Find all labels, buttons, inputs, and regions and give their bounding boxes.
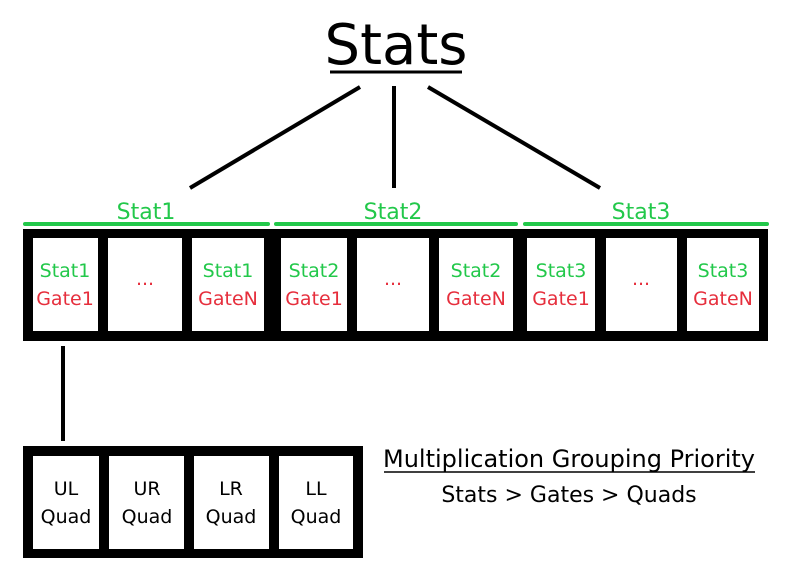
cell-ellipsis: ...	[384, 268, 402, 290]
quad-label: Quad	[206, 506, 257, 528]
quad-label: Quad	[41, 506, 92, 528]
quad-cell-lr	[194, 456, 269, 549]
cell-gate-label: Gate1	[285, 288, 343, 310]
diagram-title: Stats	[325, 13, 468, 78]
svg-text:Stat1: Stat1	[117, 200, 176, 225]
cell-stat2-gaten	[439, 238, 513, 331]
cell-stat1-ellipsis	[108, 238, 182, 331]
cell-stat-label: Stat2	[289, 260, 340, 282]
quad-position-label: UR	[133, 478, 160, 500]
cell-stat2-gate1	[281, 238, 347, 331]
cell-stat-label: Stat1	[203, 260, 254, 282]
cell-gate-label: GateN	[198, 288, 258, 310]
quad-position-label: LL	[305, 478, 327, 500]
cell-stat-label: Stat2	[451, 260, 502, 282]
connector-title-stat1	[188, 85, 362, 190]
cell-stat-label: Stat1	[40, 260, 91, 282]
cell-stat-label: Stat3	[536, 260, 587, 282]
priority-title: Multiplication Grouping Priority	[383, 445, 755, 473]
quad-cell-ul	[33, 456, 99, 549]
quad-label: Quad	[291, 506, 342, 528]
cell-stat-label: Stat3	[698, 260, 749, 282]
quad-cell-ll	[279, 456, 353, 549]
cell-stat3-gate1	[527, 238, 595, 331]
cell-stat1-gate1	[33, 238, 98, 331]
svg-text:Stat3: Stat3	[612, 200, 671, 225]
cell-stat1-gaten	[192, 238, 264, 331]
cell-gate-label: Gate1	[532, 288, 590, 310]
cell-gate-label: GateN	[693, 288, 753, 310]
quad-position-label: LR	[219, 478, 243, 500]
cell-gate-label: Gate1	[36, 288, 94, 310]
quad-label: Quad	[122, 506, 173, 528]
connector-title-stat3	[426, 85, 602, 190]
svg-text:Stat2: Stat2	[364, 200, 423, 225]
group-label-stat2: Stat2	[274, 200, 518, 226]
cell-stat3-gaten	[687, 238, 759, 331]
group-label-stat3: Stat3	[523, 200, 769, 226]
cell-gate-label: GateN	[446, 288, 506, 310]
quad-position-label: UL	[54, 478, 79, 500]
quad-cell-ur	[109, 456, 184, 549]
cell-ellipsis: ...	[136, 268, 154, 290]
group-label-stat1: Stat1	[23, 200, 270, 226]
cell-ellipsis: ...	[632, 268, 650, 290]
cell-stat2-ellipsis	[357, 238, 429, 331]
cell-stat3-ellipsis	[606, 238, 677, 331]
priority-order-text: Stats > Gates > Quads	[441, 483, 696, 508]
